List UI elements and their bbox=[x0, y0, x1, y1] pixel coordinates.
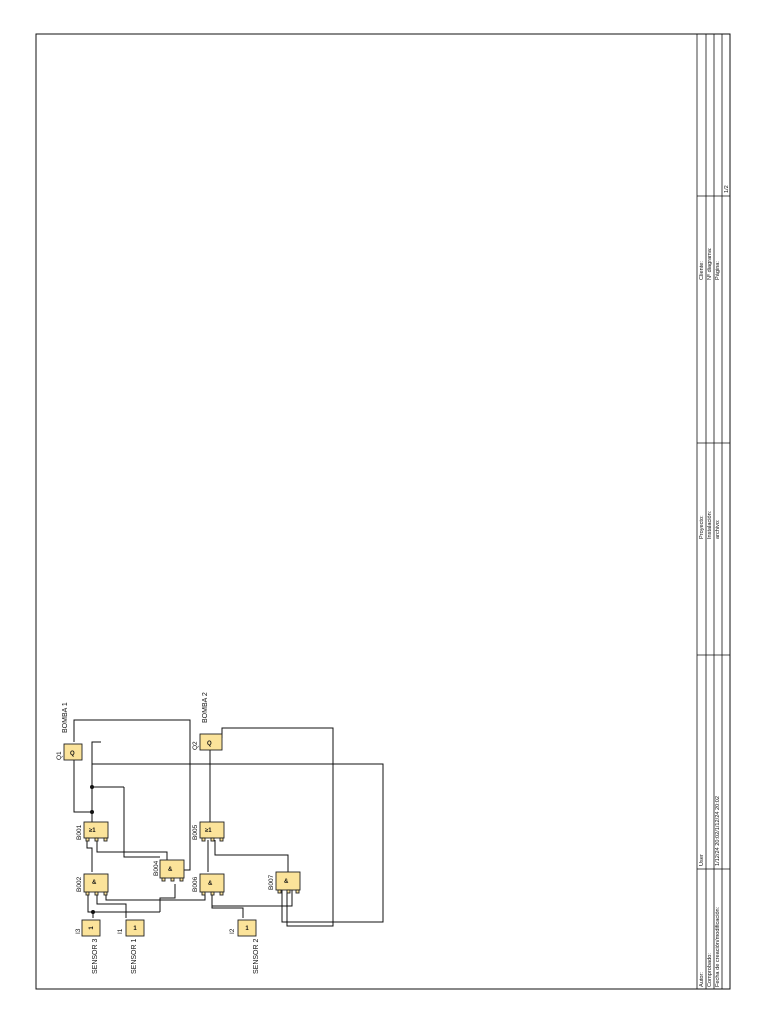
b002-id: B002 bbox=[76, 876, 83, 892]
and-block-b007[interactable]: & B007 bbox=[268, 871, 301, 894]
b006-symbol: & bbox=[208, 881, 213, 887]
and-block-b004[interactable]: & B004 bbox=[153, 859, 185, 882]
sensor-1-label: SENSOR 1 bbox=[131, 938, 138, 974]
archivo-label: archivo: bbox=[715, 519, 721, 539]
cliente-label: Cliente: bbox=[699, 261, 705, 280]
or-block-b005[interactable]: ≥1 B005 bbox=[192, 821, 225, 842]
q2-symbol: Q bbox=[207, 741, 212, 747]
comprobado-label: Comprobado: bbox=[707, 953, 713, 987]
q1-id: Q1 bbox=[56, 751, 63, 760]
and-block-b002[interactable]: & B002 bbox=[76, 873, 109, 896]
sensor-2-label: SENSOR 2 bbox=[253, 938, 260, 974]
b002-symbol: & bbox=[92, 880, 97, 886]
q1-symbol: Q bbox=[70, 751, 75, 757]
junction-dot bbox=[91, 910, 95, 914]
q2-id: Q2 bbox=[192, 741, 199, 750]
sensor-3-label: SENSOR 3 bbox=[92, 938, 99, 974]
i2-symbol: 1 bbox=[245, 926, 249, 932]
pagina-label: Página: bbox=[715, 261, 721, 280]
output-block-q2[interactable]: Q Q2 BOMBA 2 bbox=[192, 692, 223, 751]
and-block-b006[interactable]: & B006 bbox=[192, 873, 225, 896]
fecha-label: Fecha de creación/modificación: bbox=[715, 906, 721, 987]
proyecto-label: Proyecto: bbox=[699, 515, 705, 539]
b005-symbol: ≥1 bbox=[205, 828, 212, 834]
input-block-i1[interactable]: 1 I1 SENSOR 1 bbox=[117, 919, 145, 974]
junction-dot bbox=[90, 810, 94, 814]
i2-id: I2 bbox=[229, 928, 236, 934]
input-block-i3[interactable]: 1 I3 SENSOR 3 bbox=[75, 919, 101, 974]
b007-symbol: & bbox=[284, 879, 289, 885]
title-block: Autor: Comprobado: Fecha de creación/mod… bbox=[696, 34, 730, 989]
b001-id: B001 bbox=[76, 824, 83, 840]
autor-label: Autor: bbox=[699, 972, 705, 987]
diagrama-label: Nº diagrama: bbox=[706, 247, 713, 280]
autor-value: User bbox=[699, 854, 705, 866]
b001-symbol: ≥1 bbox=[89, 828, 96, 834]
b004-symbol: & bbox=[168, 867, 173, 873]
instalacion-label: Instalación: bbox=[707, 510, 713, 539]
i1-symbol: 1 bbox=[133, 926, 137, 932]
pagina-value: 1/2 bbox=[724, 185, 730, 193]
b006-id: B006 bbox=[192, 876, 199, 892]
b005-id: B005 bbox=[192, 824, 199, 840]
junction-dot bbox=[90, 785, 94, 789]
i1-id: I1 bbox=[117, 928, 124, 934]
i3-symbol: 1 bbox=[89, 926, 95, 930]
bomba-2-label: BOMBA 2 bbox=[202, 692, 209, 723]
b004-id: B004 bbox=[153, 860, 160, 876]
bomba-1-label: BOMBA 1 bbox=[62, 702, 69, 733]
i3-id: I3 bbox=[75, 928, 82, 934]
input-block-i2[interactable]: 1 I2 SENSOR 2 bbox=[229, 919, 260, 974]
output-block-q1[interactable]: Q Q1 BOMBA 1 bbox=[56, 702, 83, 761]
b007-id: B007 bbox=[268, 874, 275, 890]
fecha-value: 1/12/24 20:02/1/12/24 20:02 bbox=[715, 796, 721, 866]
or-block-b001[interactable]: ≥1 B001 bbox=[76, 821, 109, 842]
wiring bbox=[73, 719, 384, 927]
drawing-frame bbox=[35, 33, 731, 990]
